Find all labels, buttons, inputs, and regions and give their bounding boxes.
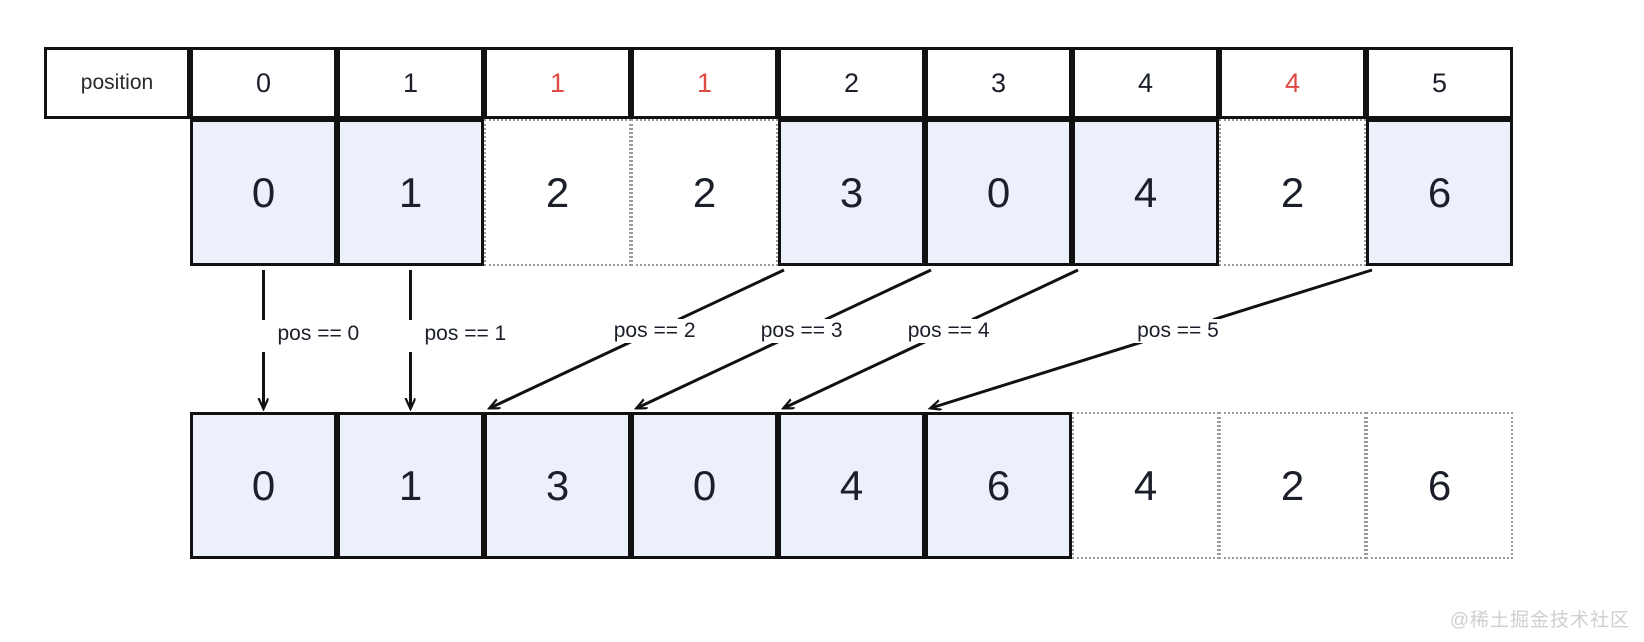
arrow-label-4: pos == 4 <box>903 318 994 343</box>
position-cell-2: 1 <box>484 47 631 119</box>
source-array-cell-0: 0 <box>190 119 337 266</box>
position-cell-4: 2 <box>778 47 925 119</box>
arrow-label-2: pos == 2 <box>609 318 700 343</box>
result-array-cell-6: 4 <box>1072 412 1219 559</box>
result-array-cell-3: 0 <box>631 412 778 559</box>
result-array-cell-2: 3 <box>484 412 631 559</box>
position-cell-8: 5 <box>1366 47 1513 119</box>
result-array-cell-5: 6 <box>925 412 1072 559</box>
position-cell-1: 1 <box>337 47 484 119</box>
source-array-cell-5: 0 <box>925 119 1072 266</box>
arrow-segment-4a <box>971 268 1079 322</box>
result-array-cell-7: 2 <box>1219 412 1366 559</box>
result-array-cell-0: 0 <box>190 412 337 559</box>
arrow-segment-5a <box>1212 268 1373 322</box>
source-array-cell-2: 2 <box>484 119 631 266</box>
arrow-label-5: pos == 5 <box>1133 318 1223 343</box>
arrow-segment-4b <box>784 340 926 408</box>
source-array-cell-4: 3 <box>778 119 925 266</box>
position-cell-0: 0 <box>190 47 337 119</box>
arrow-label-0: pos == 0 <box>273 322 364 346</box>
arrow-segment-5b <box>931 340 1144 408</box>
position-cell-5: 3 <box>925 47 1072 119</box>
arrow-segment-3a <box>824 268 932 322</box>
source-array-cell-1: 1 <box>337 119 484 266</box>
position-row-label: position <box>44 47 190 119</box>
arrow-segment-2a <box>677 268 785 322</box>
arrow-label-1: pos == 1 <box>420 322 511 346</box>
source-array-cell-8: 6 <box>1366 119 1513 266</box>
source-array-cell-7: 2 <box>1219 119 1366 266</box>
position-cell-3: 1 <box>631 47 778 119</box>
arrow-segment-2b <box>490 340 632 408</box>
arrow-segment-3b <box>637 340 779 408</box>
position-cell-7: 4 <box>1219 47 1366 119</box>
watermark: @稀土掘金技术社区 <box>1449 610 1630 631</box>
source-array-cell-6: 4 <box>1072 119 1219 266</box>
result-array-cell-4: 4 <box>778 412 925 559</box>
position-cell-6: 4 <box>1072 47 1219 119</box>
result-array-cell-8: 6 <box>1366 412 1513 559</box>
result-array-cell-1: 1 <box>337 412 484 559</box>
source-array-cell-3: 2 <box>631 119 778 266</box>
arrow-label-3: pos == 3 <box>756 318 847 343</box>
